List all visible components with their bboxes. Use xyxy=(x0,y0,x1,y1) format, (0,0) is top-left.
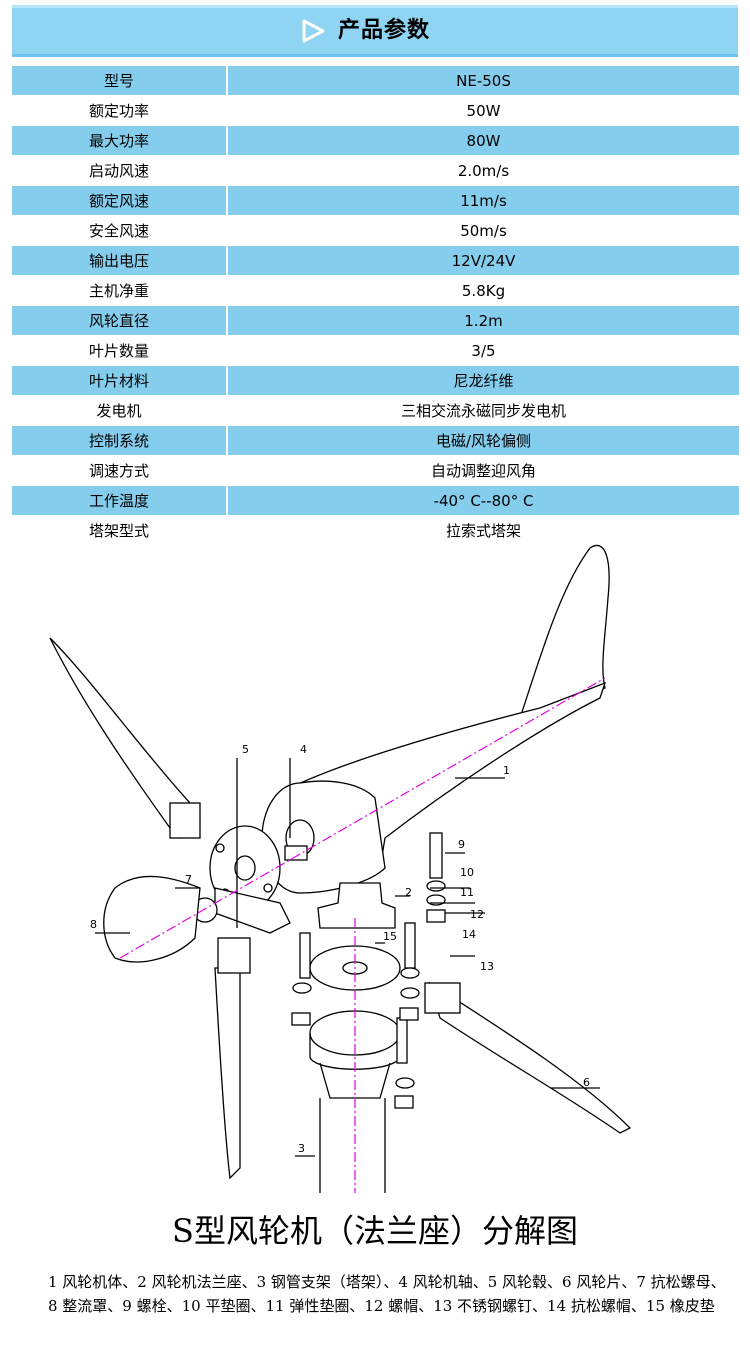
callout-3: 3 xyxy=(298,1142,305,1155)
callout-9: 9 xyxy=(458,838,465,851)
spec-label: 工作温度 xyxy=(12,485,228,516)
callout-13: 13 xyxy=(480,960,494,973)
spec-label: 叶片材料 xyxy=(12,365,228,396)
spec-value: 拉索式塔架 xyxy=(227,515,739,546)
spec-value: 11m/s xyxy=(227,185,739,216)
callout-4: 4 xyxy=(300,743,307,756)
tail-fin xyxy=(519,545,610,719)
callout-10: 10 xyxy=(460,866,474,879)
flange-seat xyxy=(317,882,396,929)
diagram-caption: S型风轮机（法兰座）分解图 xyxy=(172,1212,578,1250)
spec-label: 调速方式 xyxy=(12,455,228,486)
spec-row: 控制系统电磁/风轮偏侧 xyxy=(12,425,739,456)
spec-value: 1.2m xyxy=(227,305,739,336)
spec-value: 自动调整迎风角 xyxy=(227,455,739,486)
spec-value: 80W xyxy=(227,125,739,156)
spec-label: 最大功率 xyxy=(12,125,228,156)
spec-value: 12V/24V xyxy=(227,245,739,276)
spec-value: 三相交流永磁同步发电机 xyxy=(227,395,739,426)
spec-value: 尼龙纤维 xyxy=(227,365,739,396)
spec-label: 额定风速 xyxy=(12,185,228,216)
spec-label: 控制系统 xyxy=(12,425,228,456)
blade-right xyxy=(428,981,632,1134)
callout-8: 8 xyxy=(90,918,97,931)
spec-value: 50W xyxy=(227,95,739,126)
spec-value: 5.8Kg xyxy=(227,275,739,306)
play-triangle-icon xyxy=(302,19,325,43)
spec-row: 塔架型式拉索式塔架 xyxy=(12,515,739,546)
callout-2: 2 xyxy=(405,886,412,899)
spec-label: 叶片数量 xyxy=(12,335,228,366)
exploded-diagram: 1 2 3 4 5 6 7 8 9 10 11 12 13 14 15 xyxy=(49,545,632,1193)
steel-pipe-tower xyxy=(319,1098,386,1193)
spec-label: 塔架型式 xyxy=(12,515,228,546)
callout-14: 14 xyxy=(462,928,476,941)
header-banner: 产品参数 xyxy=(0,0,750,62)
callout-5: 5 xyxy=(242,743,249,756)
spec-label: 型号 xyxy=(12,66,228,96)
page-title: 产品参数 xyxy=(338,18,431,43)
spec-label: 输出电压 xyxy=(12,245,228,276)
spec-label: 启动风速 xyxy=(12,155,228,186)
spec-row: 发电机三相交流永磁同步发电机 xyxy=(12,395,739,426)
spec-label: 风轮直径 xyxy=(12,305,228,336)
spec-value: 电磁/风轮偏侧 xyxy=(227,425,739,456)
spec-value: 3/5 xyxy=(227,335,739,366)
callout-6: 6 xyxy=(583,1076,590,1089)
spec-value: -40° C--80° C xyxy=(227,485,739,516)
callout-7: 7 xyxy=(185,873,192,886)
callout-12: 12 xyxy=(470,908,484,921)
blade-lower xyxy=(214,967,241,1180)
callout-11: 11 xyxy=(460,886,474,899)
spec-label: 安全风速 xyxy=(12,215,228,246)
spec-row: 叶片材料尼龙纤维 xyxy=(12,365,739,396)
spec-value: NE-50S xyxy=(227,66,739,96)
parts-legend: 1 风轮机体、2 风轮机法兰座、3 钢管支架（塔架）、4 风轮机轴、5 风轮毂、… xyxy=(48,1273,726,1315)
callout-1: 1 xyxy=(503,764,510,777)
spec-value: 2.0m/s xyxy=(227,155,739,186)
callout-15: 15 xyxy=(383,930,397,943)
header-bar: 产品参数 xyxy=(12,5,738,57)
spec-label: 主机净重 xyxy=(12,275,228,306)
spec-label: 发电机 xyxy=(12,395,228,426)
bolt xyxy=(429,832,443,879)
spec-value: 50m/s xyxy=(227,215,739,246)
spec-row: 工作温度-40° C--80° C xyxy=(12,485,739,516)
spinner-cone xyxy=(103,875,201,963)
spec-row: 调速方式自动调整迎风角 xyxy=(12,455,739,486)
shaft xyxy=(284,845,308,861)
spec-label: 额定功率 xyxy=(12,95,228,126)
